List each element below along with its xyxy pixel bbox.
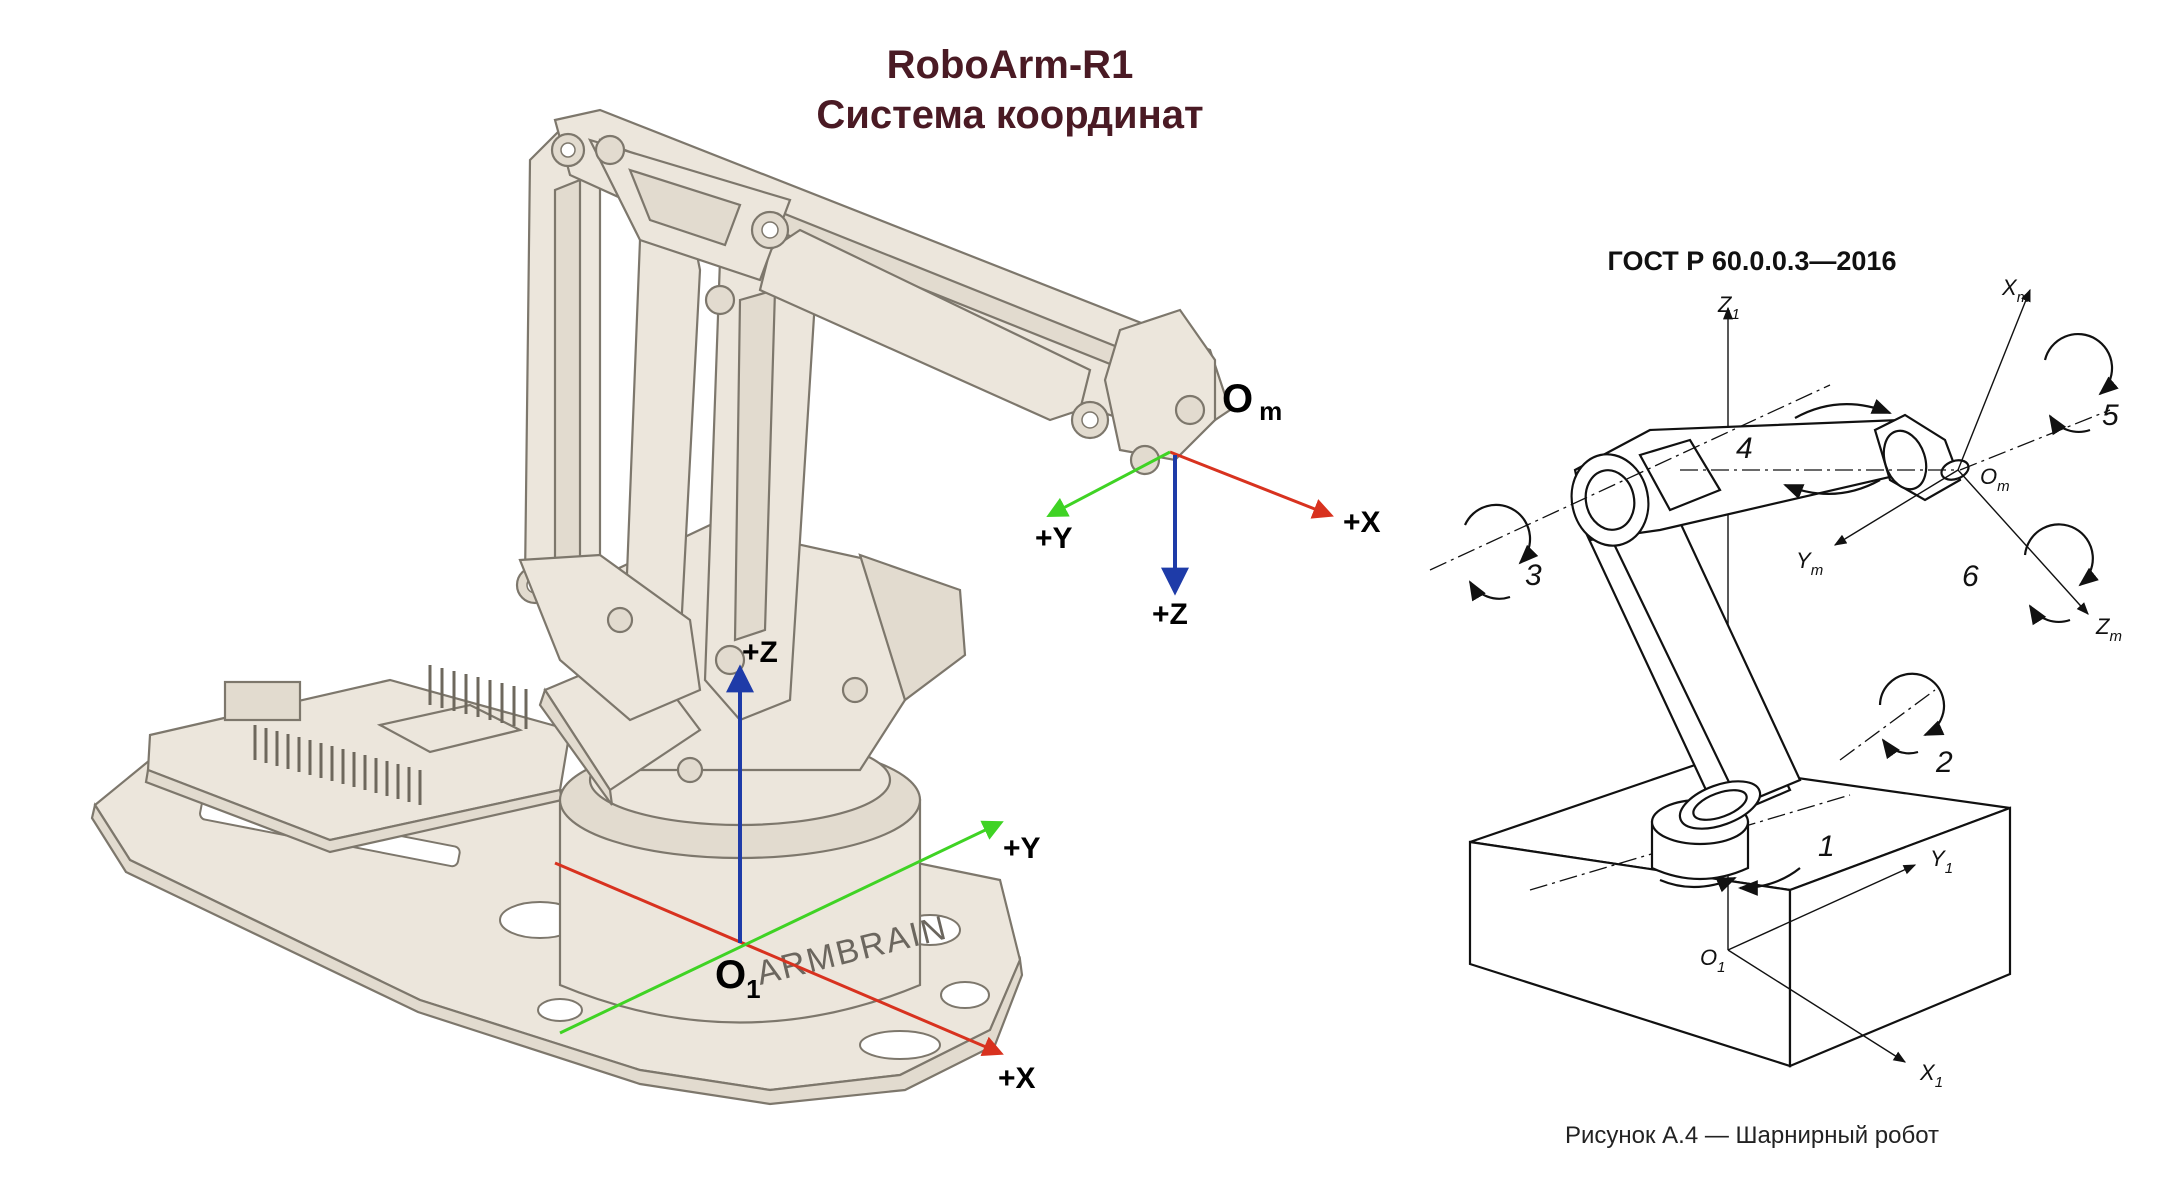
base-x-axis [554,861,1004,1057]
base-x-label: +X [998,1062,1036,1095]
label-x1: X1 [1919,1060,1943,1091]
tool-z-label: +Z [1152,598,1188,631]
tool-y-axis [1046,450,1171,517]
base-z-label: +Z [742,636,778,669]
title-line-1: RoboArm-R1 [887,43,1134,87]
joint-numbers: 1 2 3 4 5 6 [1525,399,2119,863]
control-board [144,665,572,854]
label-om: Om [1980,464,2010,495]
tool-y-label: +Y [1035,522,1073,555]
label-xm: Xm [2001,275,2029,306]
gost-labels: Z1 Y1 X1 O1 Xm Ym Zm Om [1700,275,2122,1091]
wrist-plate [1103,308,1217,462]
label-y1: Y1 [1930,846,1953,877]
gost-schematic: ГОСТ Р 60.0.0.3—2016 [1429,246,2122,1149]
label-ym: Ym [1796,548,1823,579]
arm-linkages [515,108,1232,722]
roboarm-render: ARMBRAIN [90,108,1381,1106]
base-y-axis [559,820,1004,1035]
tool-x-axis [1169,450,1334,519]
base-frame-axes: +X +Y +Z O1 [554,636,1041,1095]
joint-number-6: 6 [1962,560,1979,593]
figure-title: RoboArm-R1 Система координат [816,43,1203,137]
base-origin-label: O1 [715,953,761,1004]
gost-standard-label: ГОСТ Р 60.0.0.3—2016 [1608,246,1897,276]
label-z1: Z1 [1717,292,1740,323]
title-line-2: Система координат [816,93,1203,137]
forearm [1873,413,1970,502]
joint-number-1: 1 [1818,830,1835,863]
joint-number-5: 5 [2102,399,2119,432]
joint-number-2: 2 [1935,746,1953,779]
figure-caption: Рисунок А.4 — Шарнирный робот [1565,1122,1939,1149]
gost-tool-axes [1833,288,2089,615]
tool-x-label: +X [1343,506,1381,539]
joint-number-4: 4 [1736,432,1753,465]
rotation-arrows [1463,333,2119,896]
label-o1: O1 [1700,945,1725,976]
joint-axes [1429,384,2111,761]
joint-number-3: 3 [1525,559,1542,592]
base-y-label: +Y [1003,832,1041,865]
label-zm: Zm [2095,614,2122,645]
